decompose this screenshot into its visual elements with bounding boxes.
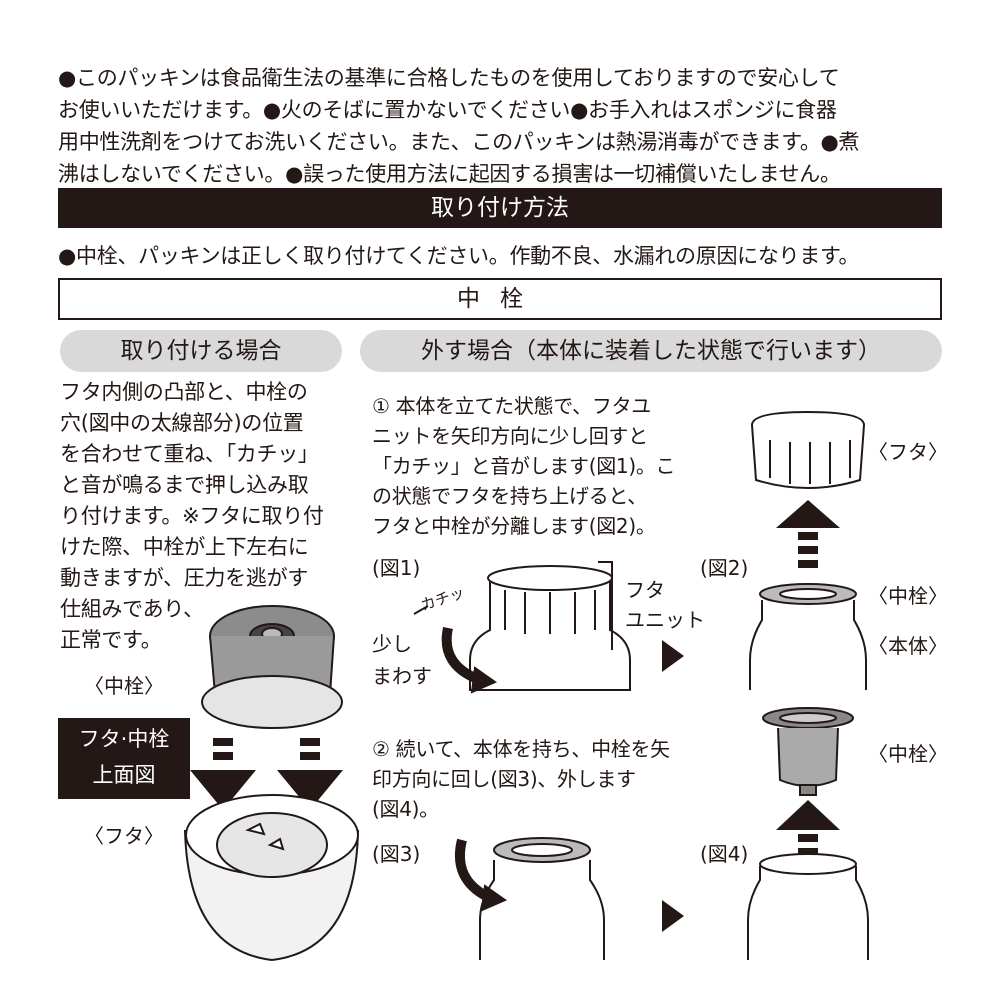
label-lid: 〈フタ〉 [84,824,164,848]
label-plug-fig4: 〈中栓〉 [868,742,948,766]
fig4-label: (図4) [700,842,749,866]
fig2-label: (図2) [700,556,749,580]
plug-illustration [201,605,343,729]
note-line: 用中性洗剤をつけてお洗いください。また、このパッキンは熱湯消毒ができます。●煮 [58,130,860,154]
note-line: ●このパッキンは食品衛生法の基準に合格したものを使用しておりますので安心して [58,66,840,90]
fig3-illustration [454,837,605,960]
part-title: 中栓 [58,278,942,320]
fig4-illustration [747,707,869,960]
top-view-label-2: 上面図 [92,763,156,787]
text-line: けた際、中栓が上下左右に [60,535,309,559]
turn-label-1: 少し [372,632,412,656]
label-lid-right: 〈フタ〉 [868,440,948,464]
arrow-right-icon [662,640,684,672]
label-body: 〈本体〉 [868,634,948,658]
unit-label-2: ユニット [625,608,705,632]
top-view-label: フタ·中栓 上面図 [58,718,190,799]
fig3-label: (図3) [372,842,421,866]
fig1-label: (図1) [372,556,421,580]
warning-text: ●中栓、パッキンは正しく取り付けてください。作動不良、水漏れの原因になります。 [58,244,860,268]
attach-title: 取り付ける場合 [60,330,342,372]
text-line: の状態でフタを持ち上げると、 [372,484,647,508]
text-line: 印方向に回し(図3)、外します [372,767,636,791]
remove-title: 外す場合（本体に装着した状態で行います） [360,330,942,372]
unit-label-1: フタ [625,578,665,602]
fig2-illustration [749,410,867,690]
text-line: フタ内側の凸部と、中栓の [60,380,308,404]
text-line: を合わせて重ね、「カチッ」 [60,442,319,466]
text-line: 「カチッ」と音がします(図1)。こ [372,454,676,478]
top-view-label-1: フタ·中栓 [78,727,170,751]
text-line: ① 本体を立てた状態で、フタユ [372,394,651,418]
down-arrow-icon [190,738,343,810]
text-line: ニットを矢印方向に少し回すと [372,424,648,448]
label-plug-right: 〈中栓〉 [868,584,948,608]
text-line: り付けます。※フタに取り付 [60,504,324,528]
text-line: と音が鳴るまで押し込み取 [60,473,309,497]
label-plug: 〈中栓〉 [84,674,164,698]
note-line: お使いいただけます。●火のそばに置かないでください●お手入れはスポンジに食器 [58,98,837,122]
text-line: 正常です。 [60,628,162,652]
text-line: フタと中栓が分離します(図2)。 [372,514,656,538]
section-title: 取り付け方法 [58,188,942,228]
text-line: 動きますが、圧力を逃がす [60,566,308,590]
text-line: 仕組みであり、 [60,597,204,621]
turn-label-2: まわす [372,664,432,688]
text-line: ② 続いて、本体を持ち、中栓を矢 [372,737,670,761]
text-line: 穴(図中の太線部分)の位置 [60,411,304,435]
note-line: 沸はしないでください。●誤った使用方法に起因する損害は一切補償いたしません。 [58,162,841,186]
arrow-right-icon [662,900,684,932]
fig1-illustration [413,561,631,694]
lid-illustration [184,794,359,962]
text-line: (図4)。 [372,797,439,821]
